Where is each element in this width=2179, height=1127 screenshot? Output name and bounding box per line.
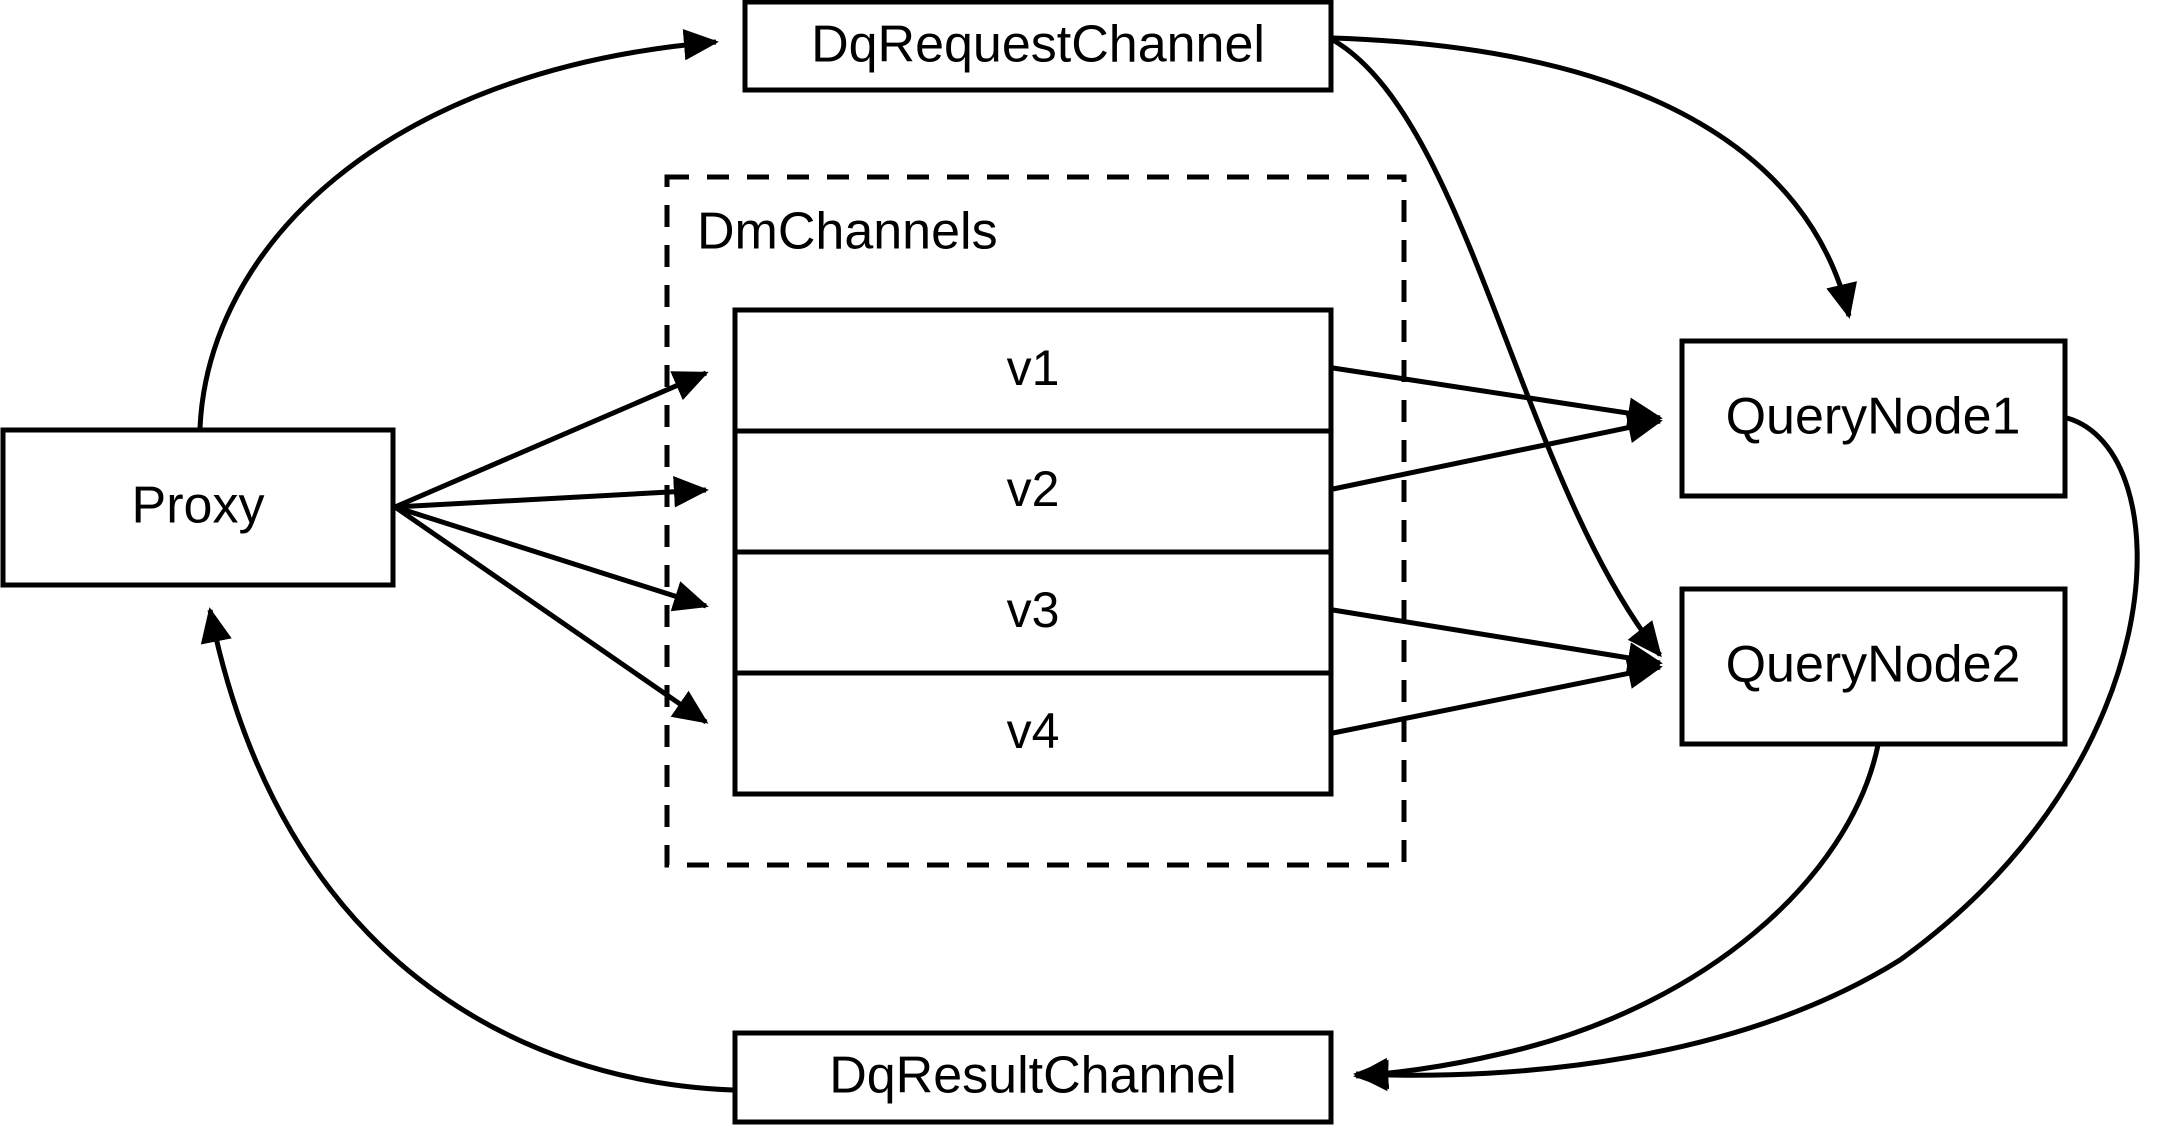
edge-v4-to-querynode2 (1332, 657, 1663, 736)
edge-proxy-to-v3 (394, 504, 709, 612)
node-dqrequestchannel[interactable] (742, 0, 1334, 93)
node-querynode1[interactable] (1679, 338, 2068, 499)
channel-cell-v1[interactable]: v1 (1007, 340, 1060, 396)
node-querynode2-label: QueryNode2 (1726, 636, 2021, 694)
node-dqresultchannel-label: DqResultChannel (829, 1047, 1237, 1105)
edge-dqresultchannel-to-proxy (200, 607, 734, 1093)
node-dqresultchannel[interactable] (732, 1030, 1334, 1125)
node-dqrequestchannel-label: DqRequestChannel (811, 16, 1265, 74)
edge-querynode1-to-dqresultchannel (1353, 415, 2140, 1092)
edge-proxy-to-dqrequestchannel (197, 28, 719, 429)
node-querynode1-label: QueryNode1 (1726, 388, 2021, 446)
node-proxy-label: Proxy (132, 477, 265, 535)
dmchannels-group-box (664, 174, 1407, 868)
edge-dqrequestchannel-to-querynode1 (1332, 35, 1857, 319)
node-proxy[interactable] (0, 427, 396, 588)
edge-v2-to-querynode1 (1332, 412, 1663, 492)
edge-v3-to-querynode2 (1332, 607, 1663, 674)
node-querynode2[interactable] (1679, 586, 2068, 747)
edge-dqrequestchannel-to-querynode2 (1331, 37, 1662, 658)
edge-v1-to-querynode1 (1332, 365, 1663, 429)
edge-proxy-to-v1 (394, 370, 709, 510)
edge-querynode2-to-dqresultchannel (1353, 744, 1881, 1090)
channel-cell-v2[interactable]: v2 (1007, 461, 1060, 517)
dmchannels-group-label: DmChannels (697, 203, 998, 261)
edge-proxy-to-v2 (394, 476, 709, 510)
edge-proxy-to-v4 (393, 504, 709, 725)
channel-cell-v3[interactable]: v3 (1007, 582, 1060, 638)
channel-cell-v4[interactable]: v4 (1007, 703, 1060, 759)
